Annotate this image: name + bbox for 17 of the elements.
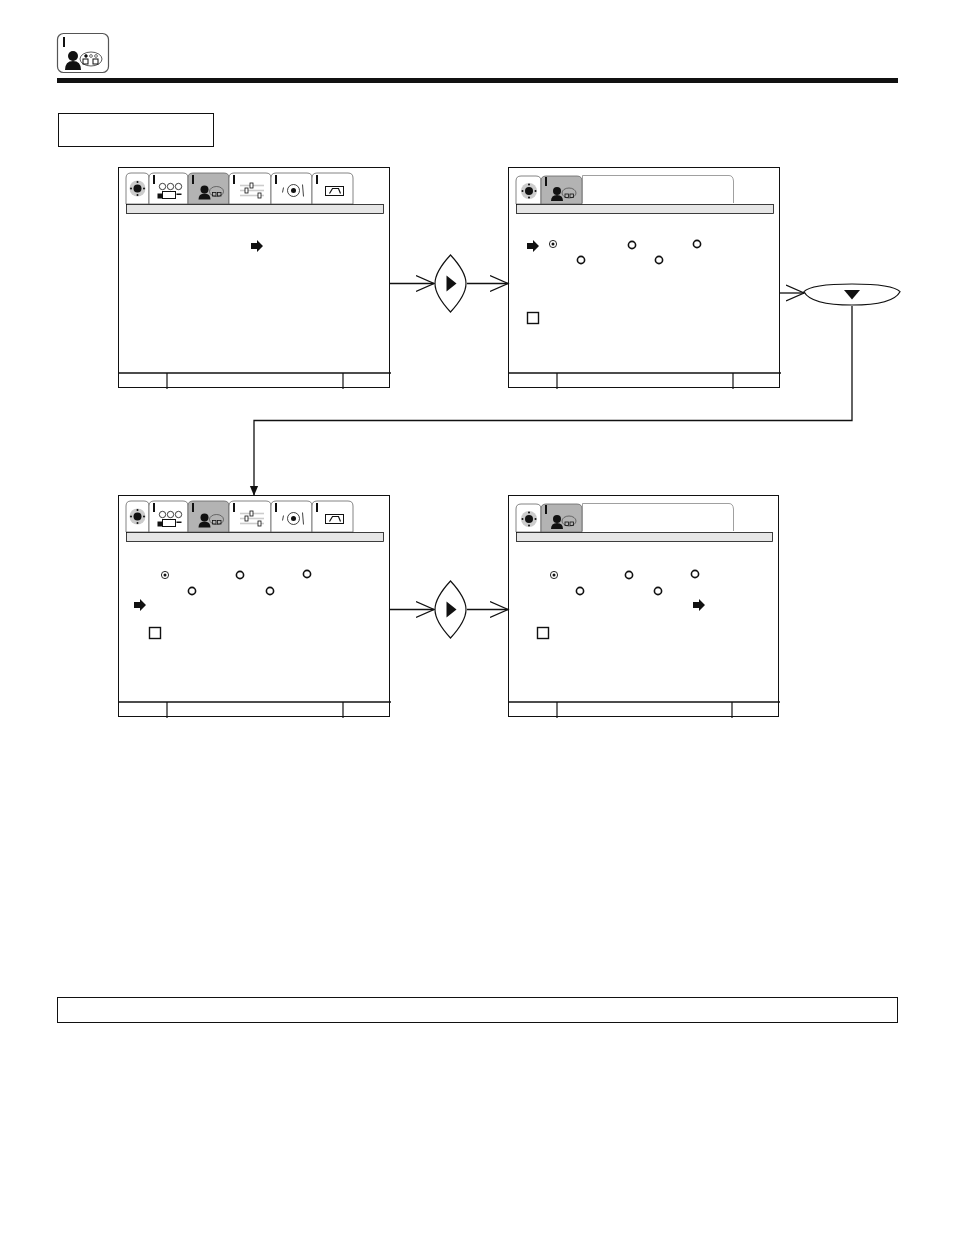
arrow — [389, 600, 435, 619]
arrow — [249, 305, 853, 496]
menu-screen — [118, 167, 390, 388]
right-button — [434, 254, 467, 313]
empty-note-bar — [57, 997, 898, 1023]
arrow — [466, 274, 509, 293]
menu-tab — [581, 502, 734, 531]
right-button — [434, 580, 467, 639]
menu-screen — [118, 495, 390, 717]
arrow — [779, 284, 805, 302]
empty-label-box — [58, 113, 214, 147]
menu-tab — [581, 174, 734, 203]
arrow — [466, 600, 509, 619]
menu-screen — [508, 495, 779, 717]
down-button — [803, 280, 901, 306]
arrow — [389, 274, 435, 293]
menu-screen — [508, 167, 780, 388]
